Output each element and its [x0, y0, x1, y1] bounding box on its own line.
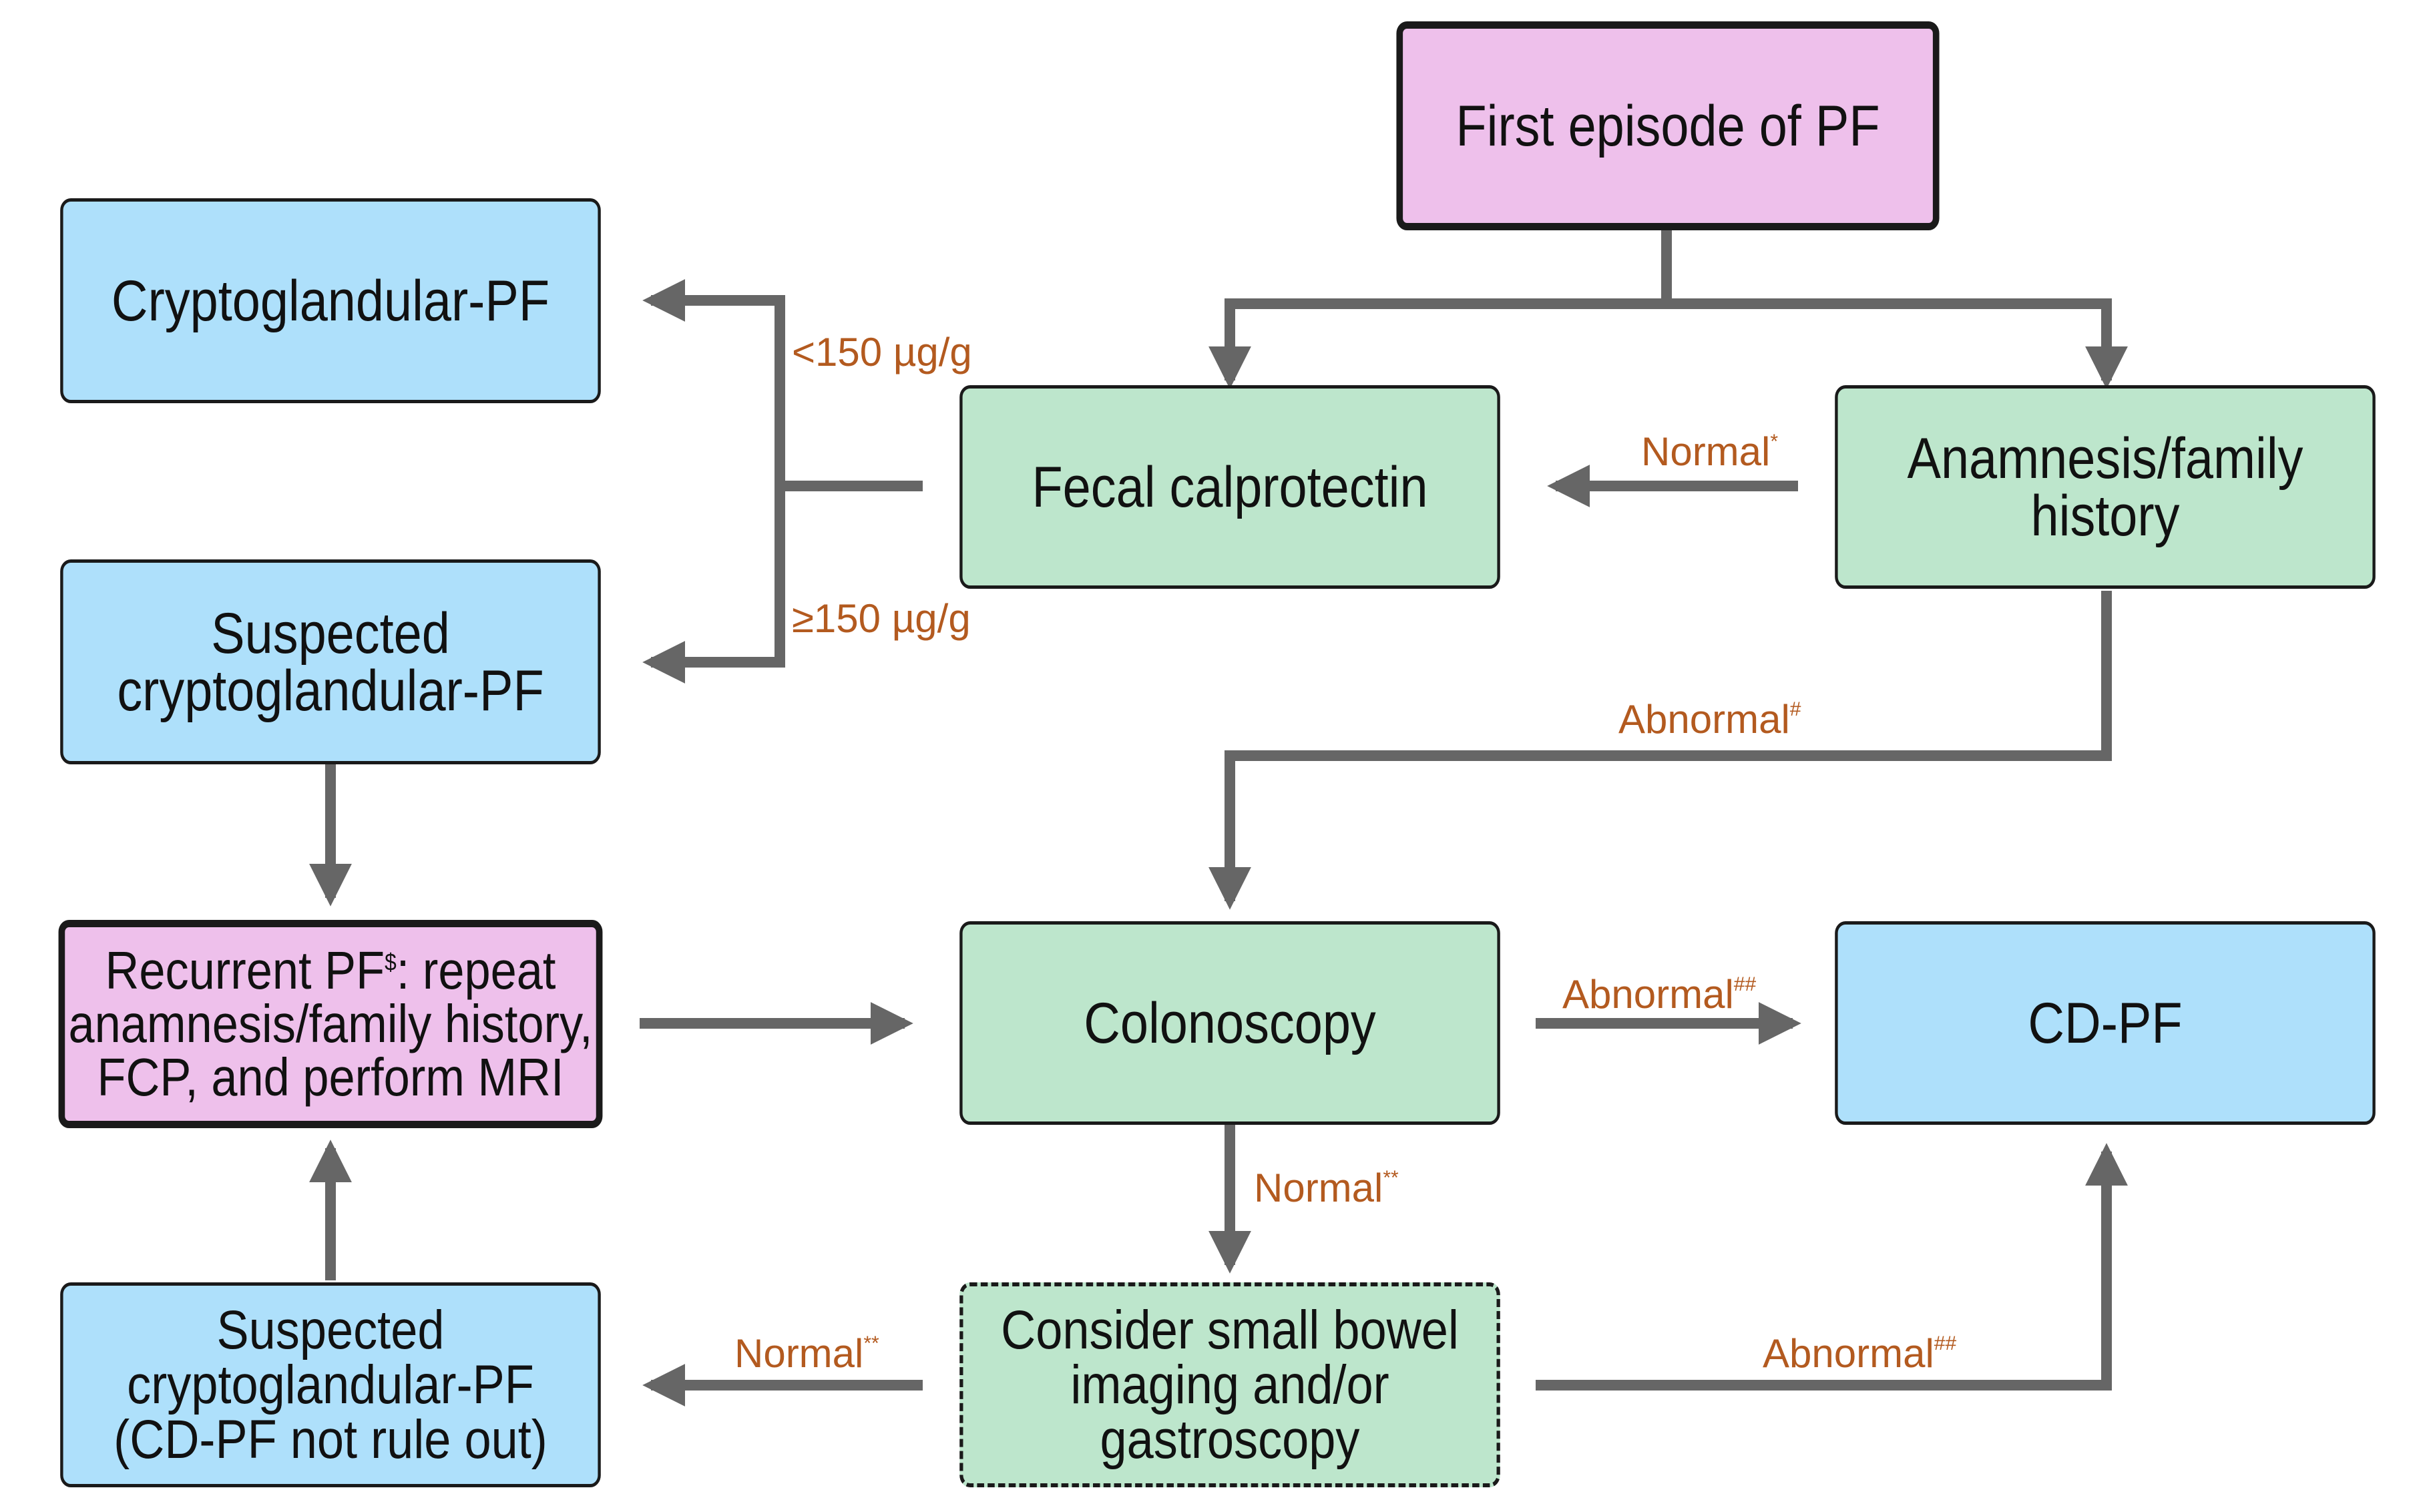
edge-label-normal-starstar-2: Normal** — [734, 1331, 879, 1376]
edge-label-ge150: ≥150 µg/g — [792, 596, 971, 641]
node-suspected-cd-not-ruled-out-text: Suspected cryptoglandular-PF (CD-PF not … — [114, 1299, 547, 1470]
edge-label-abnormal-hash: Abnormal# — [1618, 697, 1801, 742]
edge-first-to-fecal — [1208, 298, 1667, 389]
node-small-bowel-imaging-text: Consider small bowel imaging and/or gast… — [1001, 1299, 1459, 1470]
node-anamnesis-family-history: Anamnesis/family history — [1835, 385, 2376, 589]
edge-smallbowel-to-cdpf — [1536, 1143, 2128, 1391]
edge-label-normal-starstar-1: Normal** — [1254, 1166, 1399, 1210]
node-recurrent-pf: Recurrent PF$: repeat anamnesis/family h… — [58, 920, 603, 1128]
edge-label-normal-star: Normal* — [1641, 429, 1778, 474]
node-suspected-cd-not-ruled-out: Suspected cryptoglandular-PF (CD-PF not … — [60, 1282, 601, 1487]
node-colonoscopy: Colonoscopy — [959, 921, 1500, 1125]
edge-label-abnormal-hashhash-2: Abnormal## — [1763, 1331, 1956, 1376]
node-colonoscopy-text: Colonoscopy — [1084, 991, 1376, 1055]
node-first-episode-text: First episode of PF — [1456, 93, 1880, 158]
edge-label-lt150: <150 µg/g — [792, 330, 972, 374]
node-suspected-cryptoglandular-pf: Suspected cryptoglandular-PF — [60, 559, 601, 764]
node-cryptoglandular-pf-text: Cryptoglandular-PF — [111, 268, 550, 333]
node-suspected-cryptoglandular-pf-text: Suspected cryptoglandular-PF — [117, 601, 544, 723]
node-recurrent-pf-text: Recurrent PF$: repeat anamnesis/family h… — [68, 941, 593, 1107]
edge-fecal-to-crypto — [642, 279, 785, 486]
edge-fecal-to-suspected — [642, 486, 785, 684]
node-anamnesis-family-history-text: Anamnesis/family history — [1907, 426, 2303, 548]
edge-first-to-anamnesis — [1667, 298, 2128, 389]
node-fecal-calprotectin: Fecal calprotectin — [959, 385, 1500, 589]
node-fecal-calprotectin-text: Fecal calprotectin — [1032, 455, 1428, 519]
node-cd-pf-text: CD-PF — [2028, 991, 2183, 1055]
node-small-bowel-imaging: Consider small bowel imaging and/or gast… — [959, 1282, 1500, 1487]
node-first-episode: First episode of PF — [1396, 21, 1940, 230]
edge-label-abnormal-hashhash-1: Abnormal## — [1562, 972, 1756, 1017]
edge-anamnesis-to-colonoscopy — [1208, 591, 2112, 910]
node-cd-pf: CD-PF — [1835, 921, 2376, 1125]
node-cryptoglandular-pf: Cryptoglandular-PF — [60, 198, 601, 403]
